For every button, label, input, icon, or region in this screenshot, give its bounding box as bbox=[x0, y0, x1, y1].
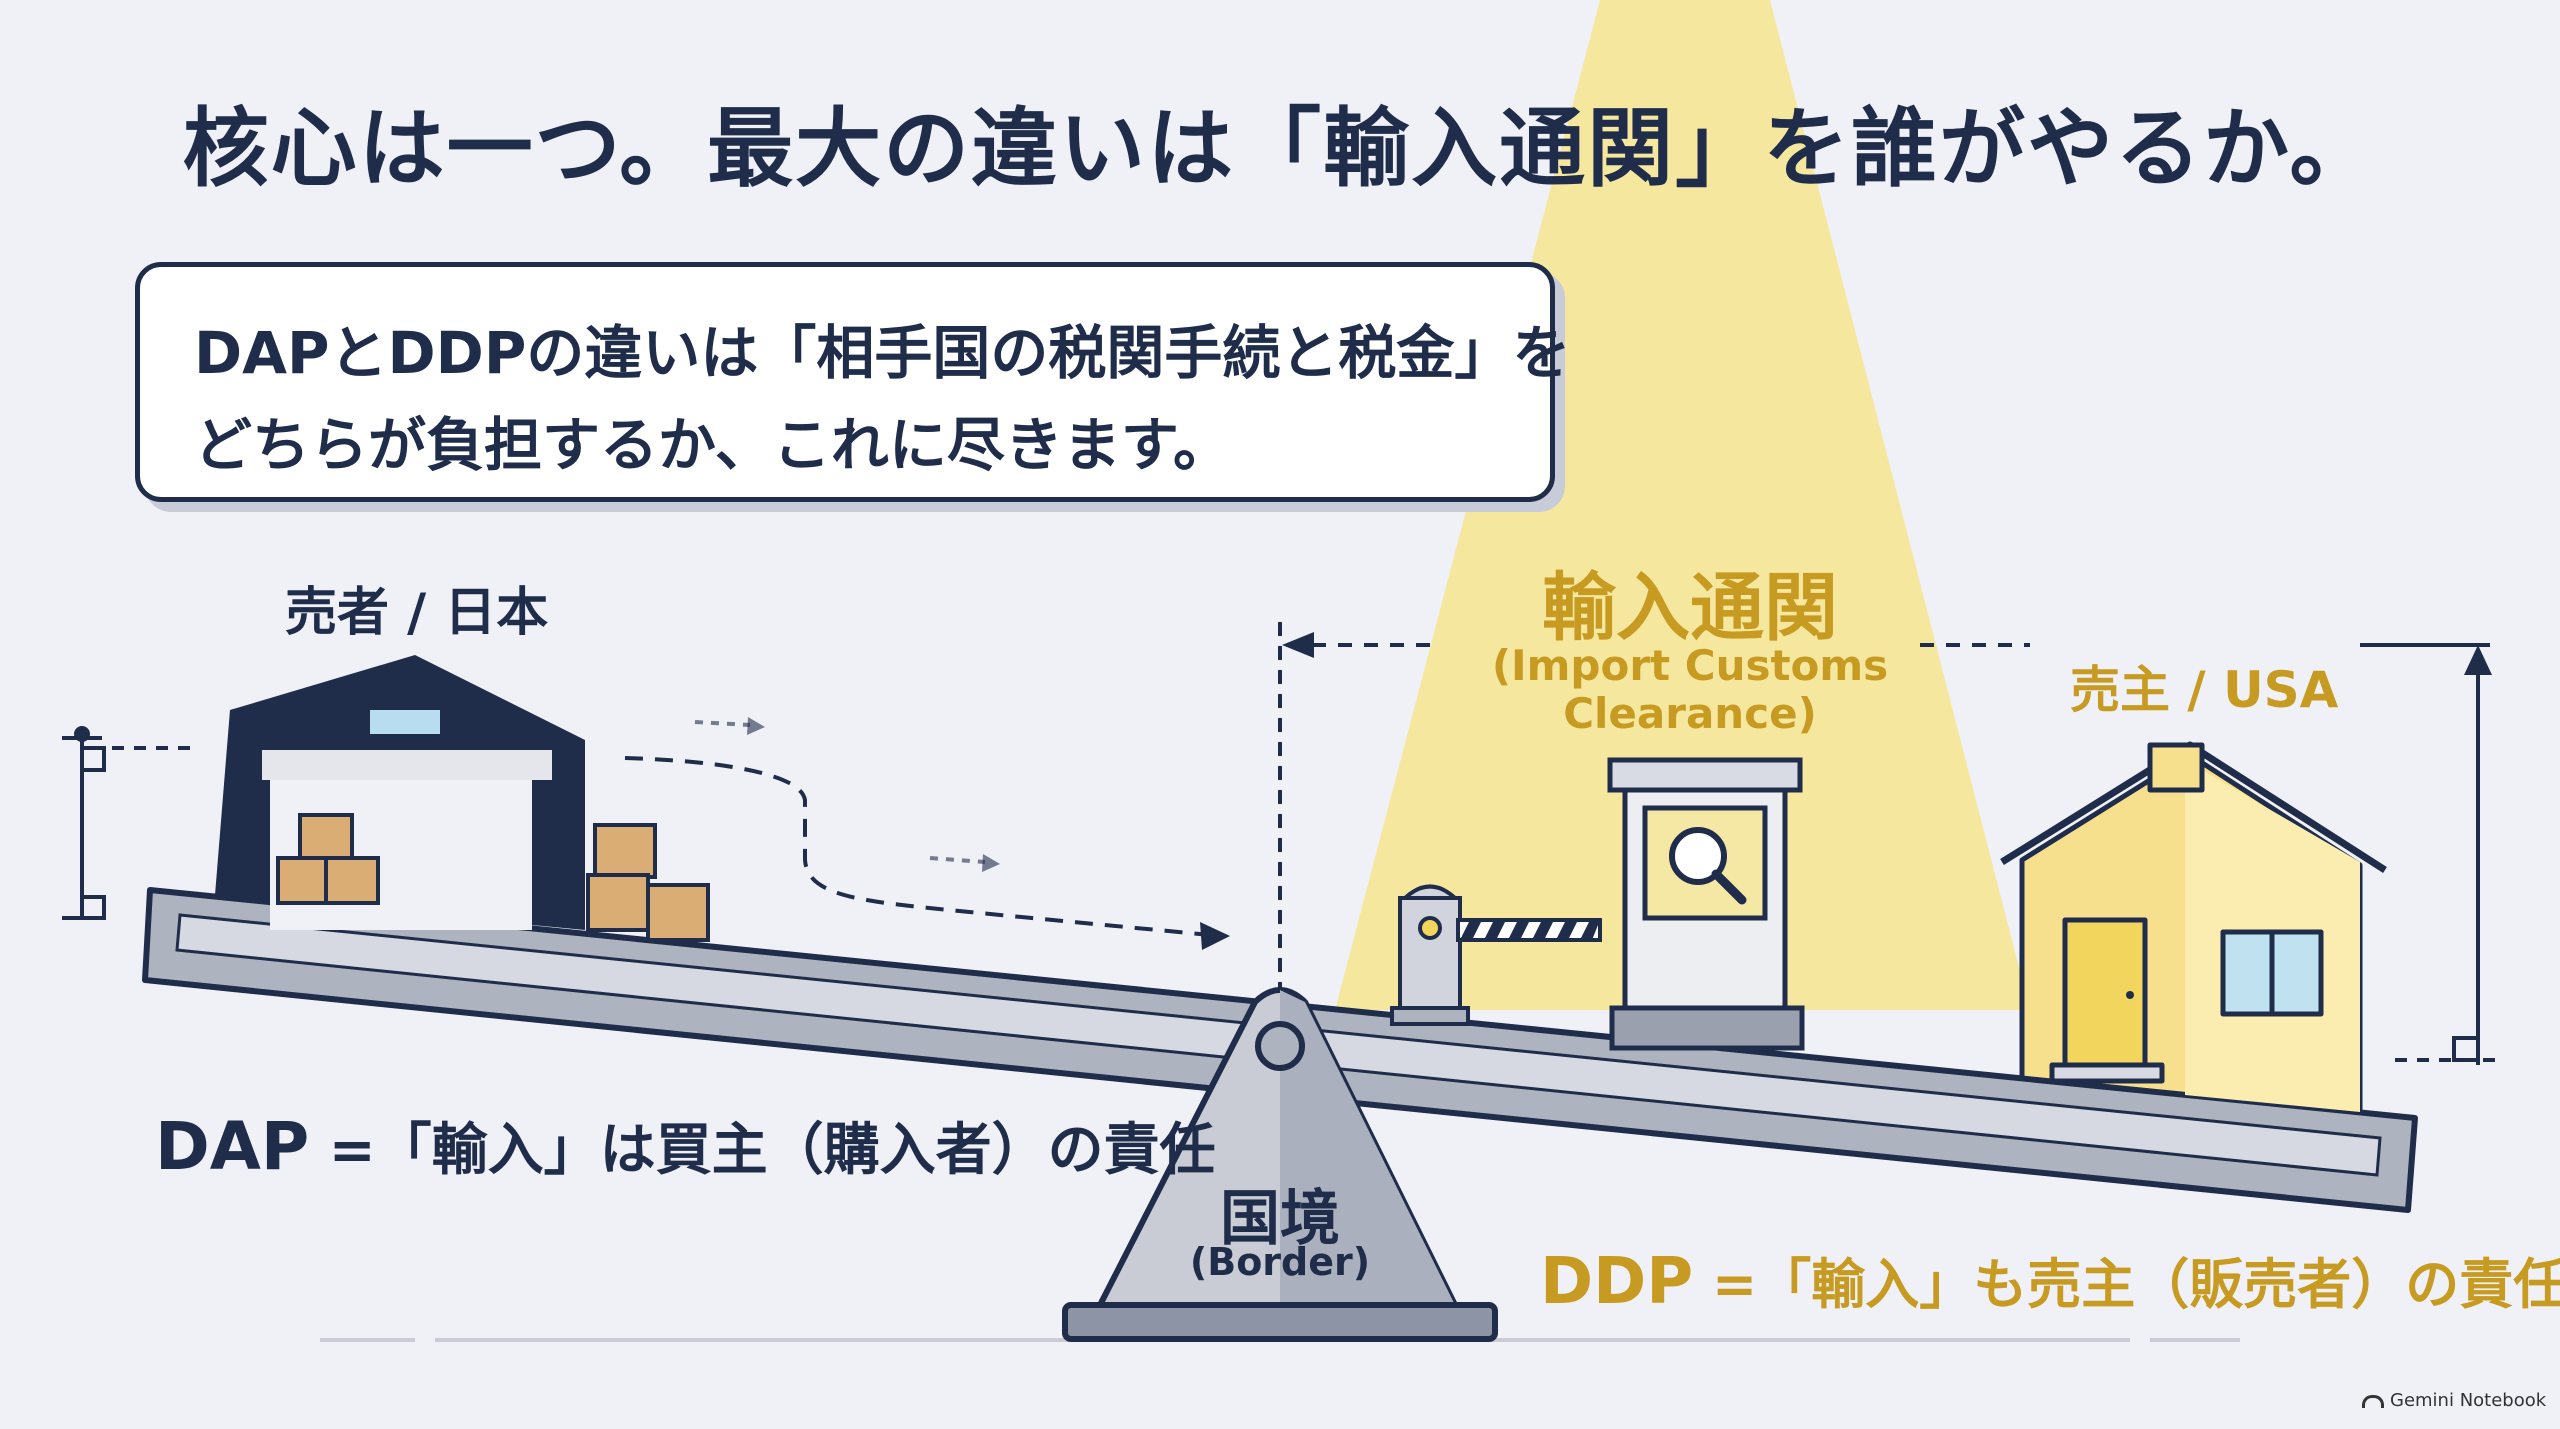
dap-description: =「輸入」は買主（購入者）の責任 bbox=[309, 1118, 1216, 1183]
brand-watermark: Gemini Notebook bbox=[2362, 1390, 2546, 1411]
page-title: 核心は一つ。最大の違いは「輸入通関」を誰がやるか。 bbox=[182, 99, 2378, 199]
brand-logo-icon bbox=[2362, 1394, 2384, 1408]
border-label: 国境 bbox=[1220, 1184, 1340, 1254]
callout-line-2: どちらが負担するか、これに尽きます。 bbox=[194, 411, 1232, 479]
brand-name: Gemini Notebook bbox=[2390, 1390, 2547, 1411]
ddp-definition: DDP =「輸入」も売主（販売者）の責任 bbox=[1540, 1240, 2560, 1319]
import-customs-title: 輸入通関 bbox=[1542, 565, 1838, 651]
cargo-boxes-icon bbox=[586, 823, 710, 942]
dap-definition: DAP =「輸入」は買主（購入者）の責任 bbox=[155, 1105, 1216, 1186]
house-icon bbox=[2000, 741, 2387, 1115]
dap-term: DAP bbox=[155, 1108, 310, 1185]
border-sublabel: (Border) bbox=[1189, 1240, 1371, 1284]
shipping-route-arrow bbox=[624, 717, 1230, 950]
buyer-height-gauge bbox=[2360, 643, 2500, 1065]
customs-booth-icon bbox=[1607, 757, 1805, 1051]
border-fulcrum bbox=[1062, 987, 1498, 1342]
spotlight-beam bbox=[1335, 0, 2030, 1010]
barrier-gate-icon bbox=[1390, 884, 1602, 1026]
border-dashed-line bbox=[1278, 622, 2030, 990]
seller-label: 売者 / 日本 bbox=[285, 583, 549, 643]
import-customs-subtitle: (Import Customs Clearance) bbox=[1491, 641, 1889, 738]
ddp-term: DDP bbox=[1540, 1245, 1694, 1319]
ddp-description: =「輸入」も売主（販売者）の責任 bbox=[1693, 1253, 2560, 1316]
summary-callout: DAPとDDPの違いは「相手国の税関手続と税金」を どちらが負担するか、これに尽… bbox=[135, 262, 1571, 502]
warehouse-icon bbox=[215, 655, 585, 930]
buyer-label: 売主 / USA bbox=[2070, 661, 2339, 719]
callout-line-1: DAPとDDPの違いは「相手国の税関手続と税金」を bbox=[194, 319, 1571, 387]
seller-height-gauge bbox=[62, 726, 190, 920]
